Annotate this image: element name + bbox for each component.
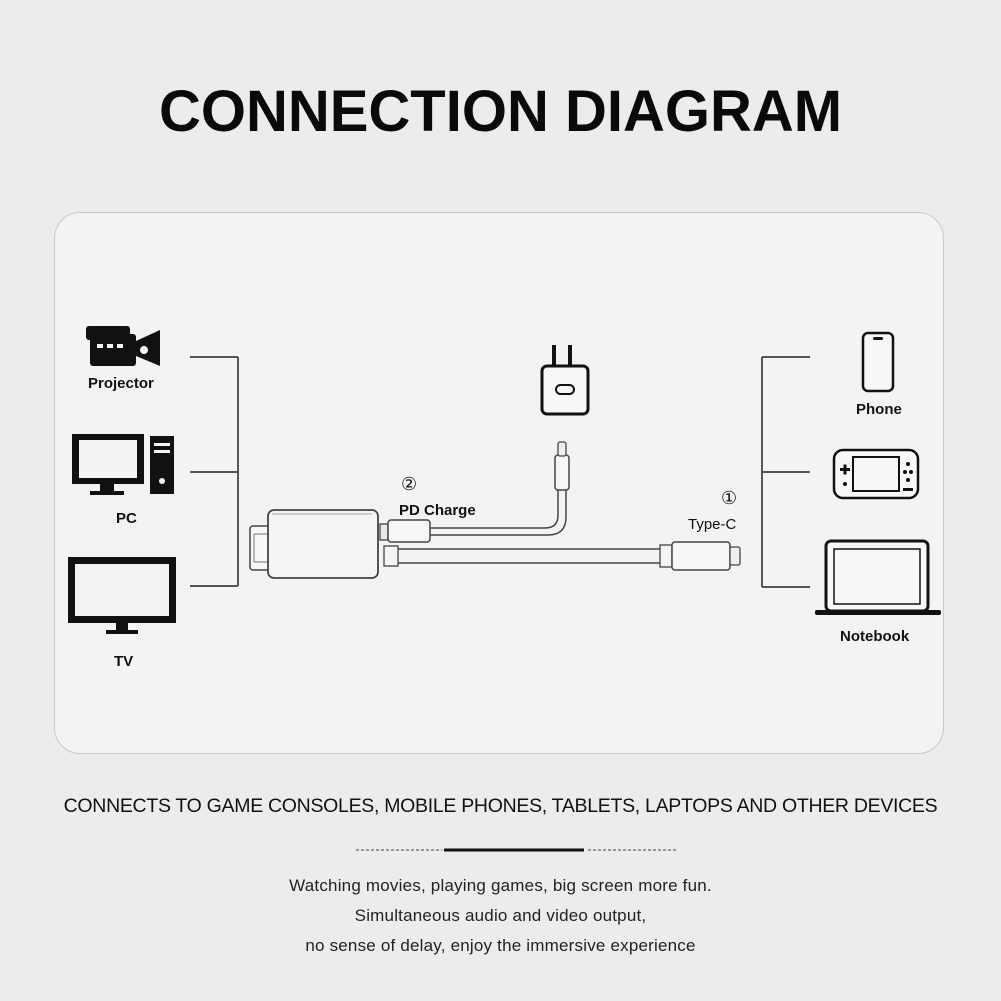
type-c-number: ① bbox=[721, 488, 738, 508]
pc-icon bbox=[72, 434, 174, 495]
right-bracket bbox=[761, 356, 810, 588]
power-adapter-icon bbox=[540, 345, 590, 416]
device-label-pc: PC bbox=[116, 510, 137, 527]
left-bracket bbox=[190, 356, 239, 587]
type-c-cable bbox=[383, 541, 741, 571]
game-console-icon bbox=[832, 448, 920, 500]
device-label-tv: TV bbox=[114, 653, 134, 670]
type-c-label: Type-C bbox=[688, 516, 737, 533]
pd-charge-cable bbox=[379, 441, 570, 543]
description-line-3: no sense of delay, enjoy the immersive e… bbox=[305, 936, 696, 955]
tagline: CONNECTS TO GAME CONSOLES, MOBILE PHONES… bbox=[63, 795, 938, 817]
notebook-icon bbox=[815, 539, 941, 615]
device-label-projector: Projector bbox=[88, 375, 154, 392]
pd-number: ② bbox=[401, 474, 418, 494]
divider bbox=[356, 848, 678, 852]
device-label-phone: Phone bbox=[856, 401, 902, 418]
hdmi-adapter bbox=[249, 509, 379, 579]
phone-icon bbox=[861, 331, 895, 393]
projector-icon bbox=[86, 326, 160, 366]
description-line-1: Watching movies, playing games, big scre… bbox=[289, 876, 712, 895]
description-line-2: Simultaneous audio and video output, bbox=[354, 906, 647, 925]
tv-icon bbox=[68, 557, 176, 634]
page-title: CONNECTION DIAGRAM bbox=[158, 79, 843, 144]
device-label-notebook: Notebook bbox=[840, 628, 910, 645]
diagram-panel bbox=[54, 212, 944, 754]
pd-charge-label: PD Charge bbox=[399, 502, 476, 519]
